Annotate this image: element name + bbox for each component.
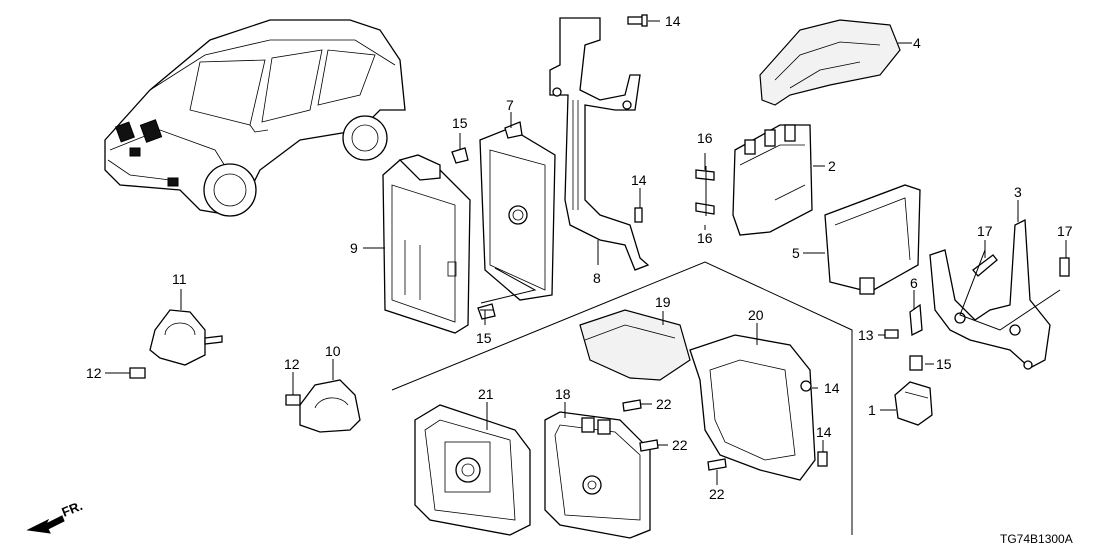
part-21-cover <box>579 309 691 381</box>
callout-15-a: 15 <box>452 115 468 131</box>
bracket-line-9 <box>480 267 537 304</box>
bolt-22-b <box>639 439 659 452</box>
callout-11: 11 <box>172 271 187 287</box>
callout-14-b: 14 <box>631 172 647 188</box>
callout-5: 5 <box>792 245 800 261</box>
callout-18: 18 <box>555 386 571 402</box>
callout-21: 19 <box>655 294 671 310</box>
bolt-12-b <box>285 394 301 406</box>
callout-13: 13 <box>858 327 874 343</box>
vehicle-illustration <box>104 19 406 217</box>
part-1-sensor <box>894 381 933 426</box>
bolt-22-a <box>622 399 642 412</box>
callout-10: 10 <box>325 343 341 359</box>
callout-12-b: 12 <box>284 356 300 372</box>
sub-assembly-outline <box>391 261 853 535</box>
callout-16-a: 16 <box>697 130 713 146</box>
callout-1: 1 <box>868 402 876 418</box>
part-9-ecu-cover <box>382 154 471 334</box>
bolt-16-b <box>695 202 715 215</box>
callout-22-a: 22 <box>656 396 672 412</box>
bracket-line-17 <box>959 249 1061 331</box>
part-4-cover <box>759 19 901 106</box>
callout-20: 21 <box>478 386 494 402</box>
callout-22-c: 22 <box>709 486 725 502</box>
callout-14-top: 14 <box>665 13 681 29</box>
callout-14-d: 14 <box>816 424 832 440</box>
front-arrow-icon <box>26 515 65 534</box>
bolt-13 <box>884 329 899 339</box>
part-3-bracket <box>929 218 1051 370</box>
part-11-horn <box>149 309 223 366</box>
part-7-ecu-module <box>479 121 556 301</box>
part-10-horn <box>299 379 361 433</box>
part-20-ecu <box>414 404 531 536</box>
callout-17-a: 17 <box>977 223 993 239</box>
diagram-code: TG74B1300A <box>1000 532 1073 546</box>
callout-7: 7 <box>506 97 514 113</box>
callout-3: 3 <box>1014 184 1022 200</box>
bolt-14-c <box>800 380 812 392</box>
callout-12-a: 12 <box>86 365 102 381</box>
part-5-unit <box>824 184 921 295</box>
bolt-12-a <box>129 367 146 379</box>
front-label: FR. <box>60 498 85 520</box>
bolt-15-a <box>451 147 469 164</box>
callout-15-b: 15 <box>476 330 492 346</box>
bolt-16-a <box>695 169 715 181</box>
bolt-15-c <box>909 355 923 371</box>
bolt-22-c <box>707 458 727 471</box>
callout-6: 6 <box>910 275 918 291</box>
part-2-module <box>732 124 813 236</box>
callout-2: 2 <box>828 158 836 174</box>
bolt-14-top <box>627 14 648 27</box>
part-8-bracket <box>549 17 650 271</box>
callout-15-c: 15 <box>936 356 952 372</box>
bolt-14-d <box>817 451 828 467</box>
callout-8: 8 <box>593 270 601 286</box>
callout-9: 9 <box>350 240 358 256</box>
part-19-frame <box>689 334 816 481</box>
front-direction-indicator: FR. <box>26 498 85 534</box>
leader-lines <box>105 20 1067 485</box>
part-18-ecu <box>544 411 651 539</box>
callout-22-b: 22 <box>672 437 688 453</box>
bolt-14-b <box>634 207 643 223</box>
bolt-17-b <box>1059 257 1070 277</box>
callout-labels: 14 15 7 9 8 14 2 4 5 3 17 17 6 13 15 1 1… <box>86 13 1073 502</box>
bolt-17-a <box>972 254 998 277</box>
callout-4: 4 <box>913 35 921 51</box>
callout-19: 20 <box>748 307 764 323</box>
part-6-small-bracket <box>909 303 923 337</box>
callout-17-b: 17 <box>1057 223 1073 239</box>
callout-14-c: 14 <box>824 380 840 396</box>
callout-16-b: 16 <box>697 230 713 246</box>
bolts <box>129 14 1070 471</box>
bolt-15-b <box>477 303 496 320</box>
